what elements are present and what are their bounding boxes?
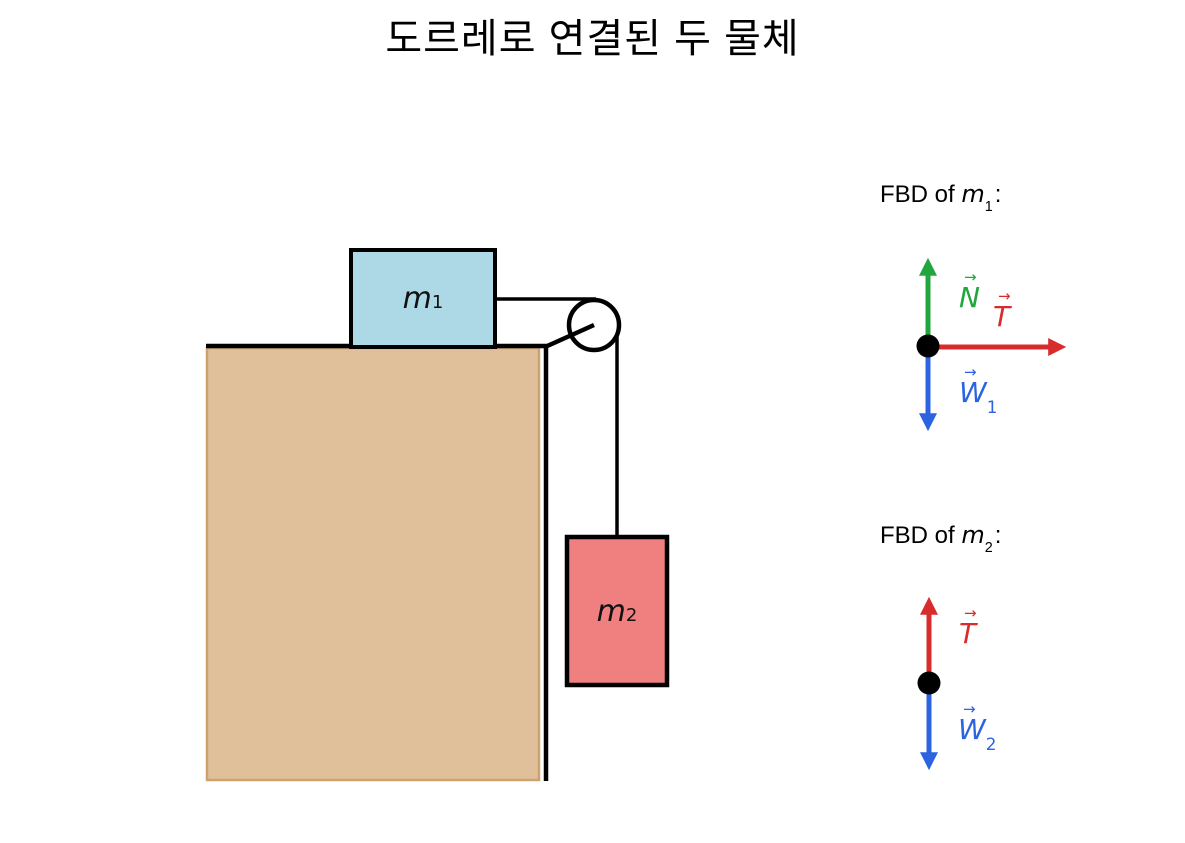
fbd2-weight-label: →W2 [958, 702, 996, 753]
fbd1-heading: FBD of m1: [880, 179, 1002, 215]
fbd2-heading-subscript: 2 [984, 540, 993, 557]
fbd2-heading-prefix: FBD of [880, 522, 962, 549]
table-body [205, 346, 541, 782]
fbd2-particle-dot [917, 671, 941, 695]
weight-force-subscript: 1 [986, 396, 998, 417]
fbd1-heading-colon: : [994, 181, 1002, 208]
fbd2-heading-symbol: m [961, 521, 985, 549]
fbd2-heading-colon: : [994, 522, 1002, 549]
weight-force-subscript: 2 [985, 733, 997, 754]
fbd1-heading-symbol: m [961, 180, 985, 208]
vector-arrow-icon: → [964, 268, 977, 286]
fbd2-heading: FBD of m2: [880, 520, 1002, 556]
figure-title: 도르레로 연결된 두 물체 [385, 17, 800, 61]
tension-force-symbol: T [959, 617, 977, 650]
fbd1-weight-label: →W1 [959, 365, 997, 416]
m2-symbol: m [596, 593, 626, 629]
vector-arrow-icon: → [964, 363, 977, 381]
fbd1-tension-label: →T [993, 289, 1011, 333]
normal-force-symbol: N [959, 281, 980, 314]
fbd1-heading-prefix: FBD of [880, 181, 962, 208]
fbd1-heading-subscript: 1 [984, 199, 993, 216]
fbd2-tension-label: →T [959, 606, 977, 650]
vector-arrow-icon: → [963, 700, 976, 718]
m1-symbol: m [402, 281, 432, 316]
vector-arrow-icon: → [964, 604, 977, 622]
fbd1-particle-dot [916, 334, 940, 358]
weight-force-symbol: W [958, 713, 986, 746]
fbd1-normal-label: →N [959, 270, 980, 314]
block-m1 [349, 248, 497, 349]
vector-arrow-icon: → [998, 287, 1011, 305]
pulley-arm [544, 322, 595, 350]
tension-force-symbol: T [993, 300, 1011, 333]
weight-force-symbol: W [959, 376, 987, 409]
block-m2 [564, 534, 670, 688]
